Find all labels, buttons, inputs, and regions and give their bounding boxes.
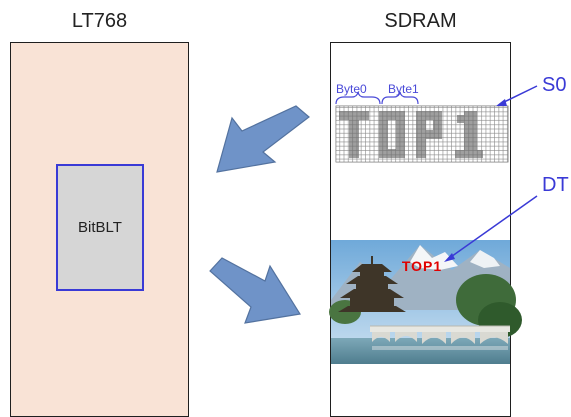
- dest-top1-overlay: TOP1: [402, 258, 442, 274]
- arrow-into-sdram: [209, 257, 301, 324]
- destination-photo: TOP1: [329, 240, 522, 364]
- bitblt-box: BitBLT: [56, 164, 144, 291]
- bitblt-label: BitBLT: [78, 219, 122, 236]
- arrow-into-lt768: [216, 105, 310, 173]
- byte0-label: Byte0: [336, 82, 367, 96]
- sdram-title: SDRAM: [384, 10, 457, 32]
- byte-braces: [335, 91, 419, 105]
- lt768-title: LT768: [71, 10, 128, 32]
- s0-label: S0: [542, 74, 567, 96]
- dt-pointer: [444, 195, 538, 262]
- dt-label: DT: [542, 174, 569, 196]
- byte1-label: Byte1: [388, 82, 419, 96]
- s0-pointer: [496, 85, 538, 106]
- source-bitmap: [335, 105, 509, 163]
